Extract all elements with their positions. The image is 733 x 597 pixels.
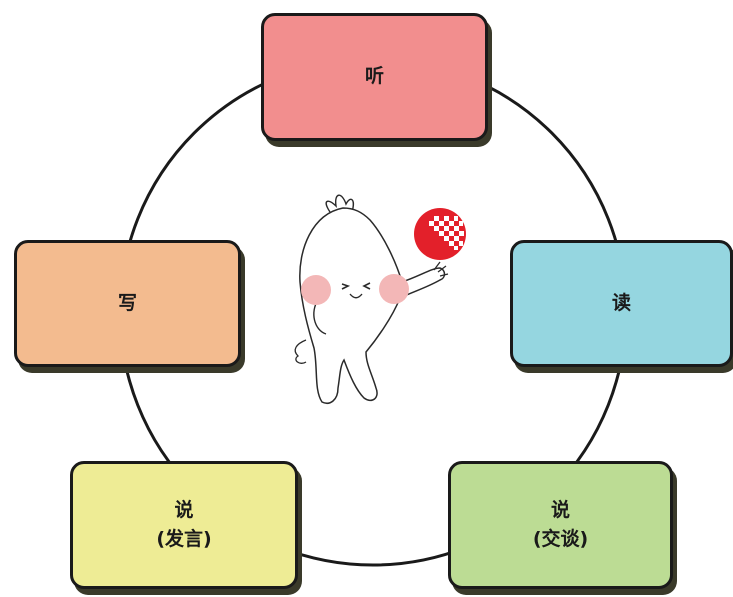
skill-label-speak-present: 说 [174, 498, 194, 521]
skill-label-speak-talk: 说 [550, 498, 570, 521]
skill-box-speak-present: 说 (发言) [70, 461, 298, 589]
skill-sublabel-speak-present: (发言) [156, 528, 212, 550]
skill-box-read: 读 [510, 240, 733, 367]
skill-box-write: 写 [14, 240, 241, 367]
skill-label-write: 写 [117, 291, 137, 314]
skill-box-listen: 听 [261, 13, 488, 141]
skill-box-speak-talk: 说 (交谈) [448, 461, 673, 589]
skill-sublabel-speak-talk: (交谈) [532, 528, 589, 550]
waving-mascot-icon [294, 194, 449, 404]
skill-label-read: 读 [611, 291, 631, 314]
skill-label-listen: 听 [364, 65, 384, 88]
red-checkered-ball-logo-icon [414, 208, 466, 260]
